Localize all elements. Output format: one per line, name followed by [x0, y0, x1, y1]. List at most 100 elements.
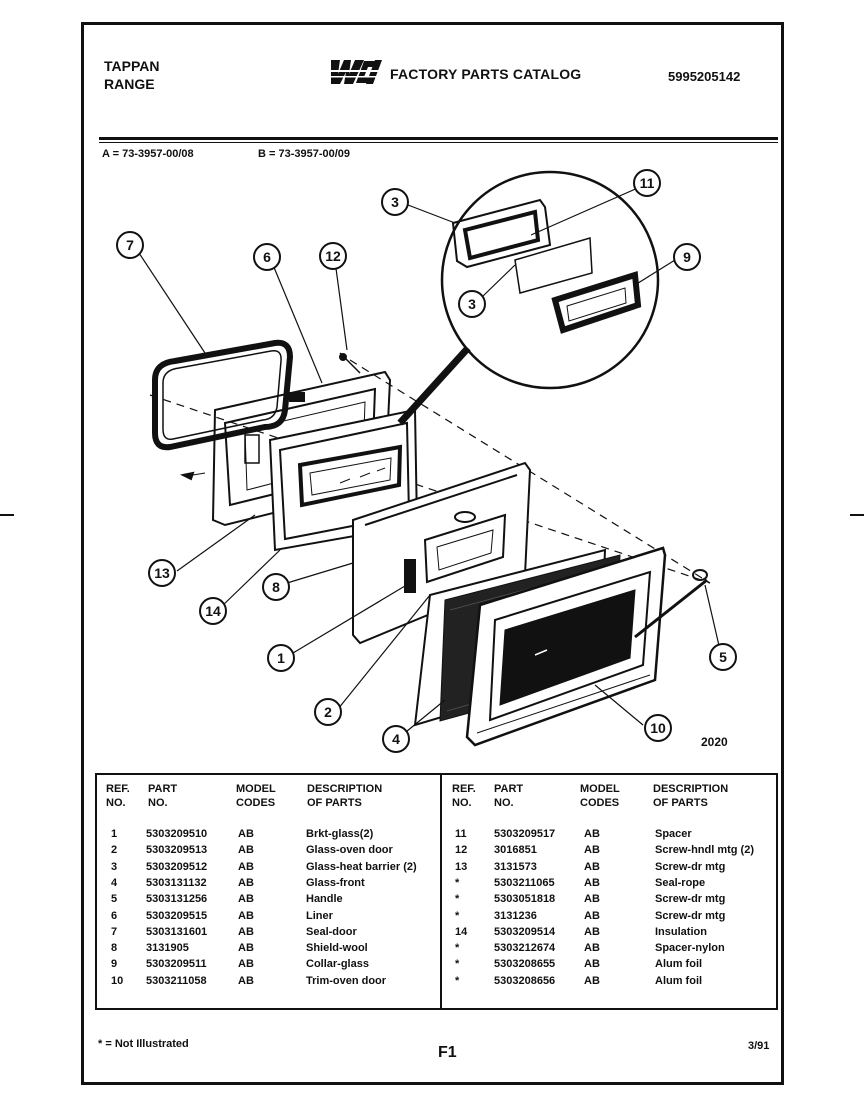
door-screw-part — [179, 471, 206, 481]
cell-model: AB — [238, 844, 254, 857]
callout-12: 12 — [319, 242, 347, 270]
cell-desc: Seal-door — [306, 925, 357, 938]
cell-model: AB — [584, 974, 600, 987]
page-frame — [81, 22, 784, 1085]
cell-desc: Glass-heat barrier (2) — [306, 860, 417, 873]
callout-1: 1 — [267, 644, 295, 672]
cell-desc: Screw-dr mtg — [655, 909, 726, 922]
cell-part: 5303209515 — [146, 909, 208, 922]
cell-model: AB — [584, 844, 600, 857]
detail-inset — [397, 170, 660, 426]
cell-model: AB — [584, 860, 600, 873]
header-rule-thin — [99, 142, 778, 143]
cell-model: AB — [238, 974, 254, 987]
cell-ref: 14 — [455, 925, 468, 938]
cell-part: 5303209510 — [146, 828, 208, 840]
cell-model: AB — [584, 876, 600, 889]
brand-block: TAPPAN RANGE — [104, 57, 159, 93]
left-model-header: MODEL CODES — [236, 783, 276, 809]
cell-desc: Insulation — [655, 925, 707, 938]
callout-label: 9 — [683, 249, 691, 265]
cell-desc: Seal-rope — [655, 876, 706, 889]
callout-3: 3 — [381, 188, 409, 216]
cell-desc: Screw-hndl mtg (2) — [655, 844, 755, 857]
cell-part: 3131236 — [494, 909, 537, 922]
cell-part: 5303211065 — [494, 876, 555, 889]
callout-9: 9 — [673, 243, 701, 271]
cell-ref: 11 — [455, 828, 467, 840]
cell-model: AB — [584, 893, 600, 906]
callout-leaders — [138, 186, 721, 737]
callout-7: 7 — [116, 231, 144, 259]
callout-label: 6 — [263, 249, 271, 265]
left-ref-header: REF. NO. — [106, 783, 130, 809]
handle-screw-part — [339, 352, 361, 374]
cell-desc: Alum foil — [655, 958, 703, 971]
cell-model: AB — [238, 958, 254, 971]
model-a-label: A = 73-3957-00/08 — [102, 148, 194, 160]
cell-desc: Shield-wool — [306, 942, 368, 955]
cell-part: 3131905 — [146, 942, 189, 955]
header-rule — [99, 137, 778, 140]
cell-model: AB — [238, 909, 254, 922]
cell-model: AB — [238, 828, 254, 840]
cell-part: 5303051818 — [494, 893, 556, 906]
cell-model: AB — [238, 876, 254, 889]
left-parts-row: 4 5303131132 AB Glass-front — [0, 875, 864, 891]
door-seal-part — [152, 339, 294, 451]
callout-label: 14 — [205, 603, 221, 619]
callout-label: 4 — [392, 731, 400, 747]
brand-line-1: TAPPAN — [104, 58, 160, 74]
cell-ref: * — [455, 909, 460, 922]
cell-part: 5303131132 — [146, 876, 207, 889]
callout-label: 12 — [325, 248, 341, 264]
cell-desc: Brkt-glass(2) — [306, 828, 374, 840]
cell-ref: 10 — [111, 974, 124, 987]
cell-part: 5303212674 — [494, 942, 556, 955]
parts-table-divider — [440, 775, 442, 1008]
callout-2: 2 — [314, 698, 342, 726]
page-number: F1 — [438, 1044, 457, 1061]
wci-logo — [326, 60, 382, 84]
left-desc-header: DESCRIPTION OF PARTS — [307, 783, 383, 809]
cell-ref: 9 — [111, 958, 118, 971]
callout-label: 13 — [154, 565, 170, 581]
right-model-header: MODEL CODES — [580, 783, 620, 809]
callout-label: 8 — [272, 579, 280, 595]
cell-part: 5303208655 — [494, 958, 556, 971]
callout-13: 13 — [148, 559, 176, 587]
cell-model: AB — [238, 893, 254, 906]
cell-part: 5303209513 — [146, 844, 208, 857]
callout-10: 10 — [644, 714, 672, 742]
cell-part: 5303209517 — [494, 828, 556, 840]
cell-ref: 5 — [111, 893, 118, 906]
right-ref-header: REF. NO. — [452, 783, 476, 809]
catalog-number: 5995205142 — [668, 69, 741, 84]
model-b-label: B = 73-3957-00/09 — [258, 148, 351, 160]
callout-label: 1 — [277, 650, 285, 666]
callout-11: 11 — [633, 169, 661, 197]
callout-label: 10 — [650, 720, 666, 736]
cell-desc: Glass-front — [306, 876, 365, 889]
cell-ref: 4 — [111, 876, 118, 889]
brand-line-2: RANGE — [104, 76, 155, 92]
callout-6: 6 — [253, 243, 281, 271]
cell-model: AB — [238, 942, 254, 955]
right-desc-header: DESCRIPTION OF PARTS — [653, 783, 729, 809]
cell-desc: Spacer — [655, 828, 692, 840]
revision-date: 3/91 — [748, 1040, 770, 1052]
cell-ref: 7 — [111, 925, 118, 938]
